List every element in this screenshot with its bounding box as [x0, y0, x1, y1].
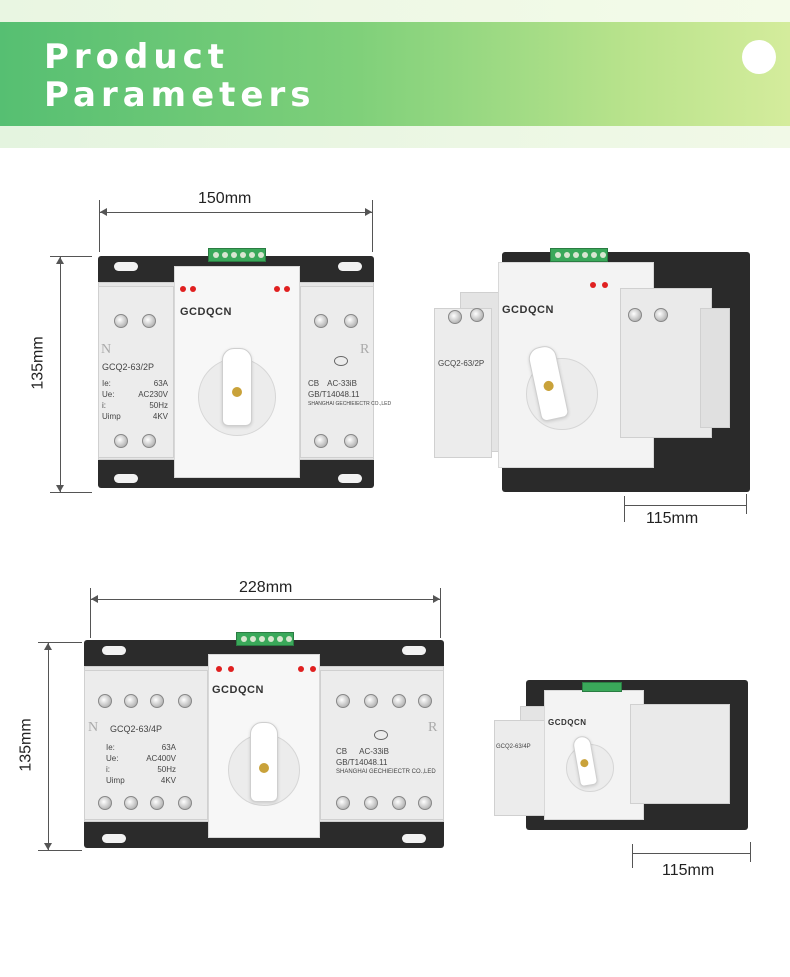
header-banner: Product Parameters [0, 22, 790, 126]
letter-n: N [101, 342, 112, 357]
model-label-3d: GCQ2-63/4P [496, 744, 531, 750]
model-label-3d: GCQ2-63/2P [438, 359, 485, 368]
product-2p-side-view: GCDQCN GCQ2-63/2P [430, 248, 752, 492]
banner-title: Product Parameters [44, 38, 315, 114]
model-label: GCQ2-63/4P [110, 724, 163, 734]
product-4p-side-view: GCDQCN GCQ2-63/4P [490, 680, 750, 830]
brand-label-3d: GCDQCN [502, 304, 554, 316]
model-label: GCQ2-63/2P [102, 362, 155, 372]
brand-label: GCDQCN [212, 684, 264, 696]
brand-label-3d: GCDQCN [548, 718, 587, 727]
brand-label: GCDQCN [180, 306, 232, 318]
width-label: 228mm [239, 579, 293, 596]
height-label: 135mm [29, 336, 47, 390]
letter-r: R [360, 342, 370, 357]
banner-bottom-strip [0, 126, 790, 148]
product-2p-front-view: N R GCQ2-63/2P Ie:63A Ue:AC230V i:50Hz U… [98, 248, 392, 492]
circle-icon [742, 40, 776, 74]
product-4p-front-view: N R GCQ2-63/4P Ie:63A Ue:AC400V i:50Hz U… [84, 632, 444, 850]
ccc-mark-icon [334, 356, 348, 366]
letter-n: N [88, 720, 99, 735]
letter-r: R [428, 720, 438, 735]
depth-label: 115mm [646, 510, 699, 527]
banner-title-line1: Product [44, 37, 229, 77]
banner-top-strip [0, 0, 790, 22]
banner-title-line2: Parameters [44, 75, 316, 115]
height-label: 135mm [17, 718, 35, 772]
depth-label: 115mm [662, 862, 715, 879]
width-label: 150mm [198, 190, 252, 207]
ccc-mark-icon [374, 730, 388, 740]
